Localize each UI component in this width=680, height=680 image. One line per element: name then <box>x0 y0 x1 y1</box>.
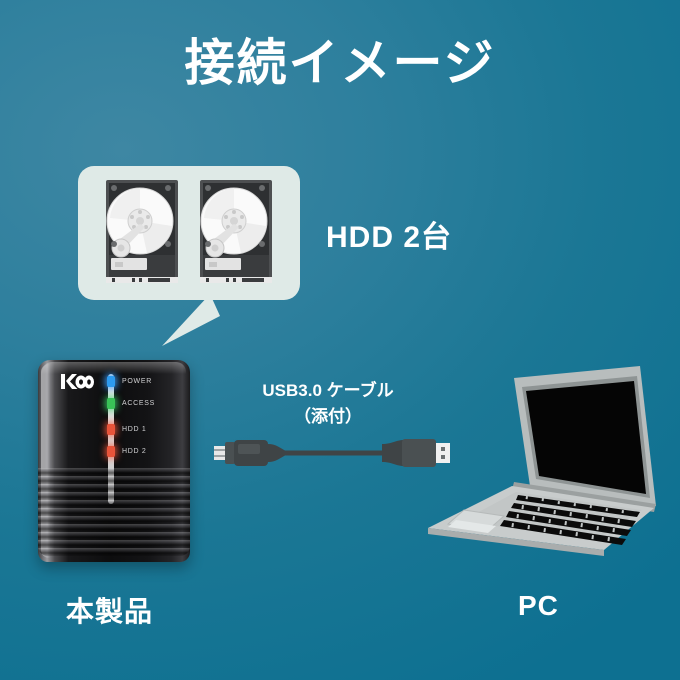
hdd-list <box>78 166 300 300</box>
page-title: 接続イメージ <box>184 35 496 91</box>
cable-caption: USB3.0 ケーブル （添付） <box>228 378 428 429</box>
led-hdd1-indicator <box>107 424 115 435</box>
usb-cable-icon <box>214 439 450 467</box>
led-hdd1-label: HDD 1 <box>122 426 147 433</box>
enclosure-illustration: POWER ACCESS HDD 1 HDD 2 <box>38 360 190 562</box>
enclosure-edge-highlight <box>41 364 50 558</box>
led-access-indicator <box>107 398 115 409</box>
bubble-tail <box>162 294 220 346</box>
led-strip <box>108 374 114 504</box>
hdd-callout-bubble <box>78 166 300 300</box>
led-hdd2-label: HDD 2 <box>122 448 147 455</box>
hdd-count-label: HDD 2台 <box>326 221 453 254</box>
led-access-label: ACCESS <box>122 400 155 407</box>
laptop-icon <box>428 366 656 556</box>
led-power-indicator <box>107 376 115 387</box>
pc-caption: PC <box>518 590 559 621</box>
product-caption: 本製品 <box>66 596 154 627</box>
hdd-icon <box>200 180 272 283</box>
led-power-label: POWER <box>122 378 152 385</box>
led-hdd2-indicator <box>107 446 115 457</box>
enclosure-top-gloss <box>42 362 186 374</box>
enclosure-vent-fins <box>38 468 190 556</box>
hdd-icon <box>106 180 178 283</box>
rs-logo-icon <box>61 374 94 389</box>
cable-caption-line2: （添付） <box>294 406 362 426</box>
cable-caption-line1: USB3.0 ケーブル <box>262 381 394 400</box>
